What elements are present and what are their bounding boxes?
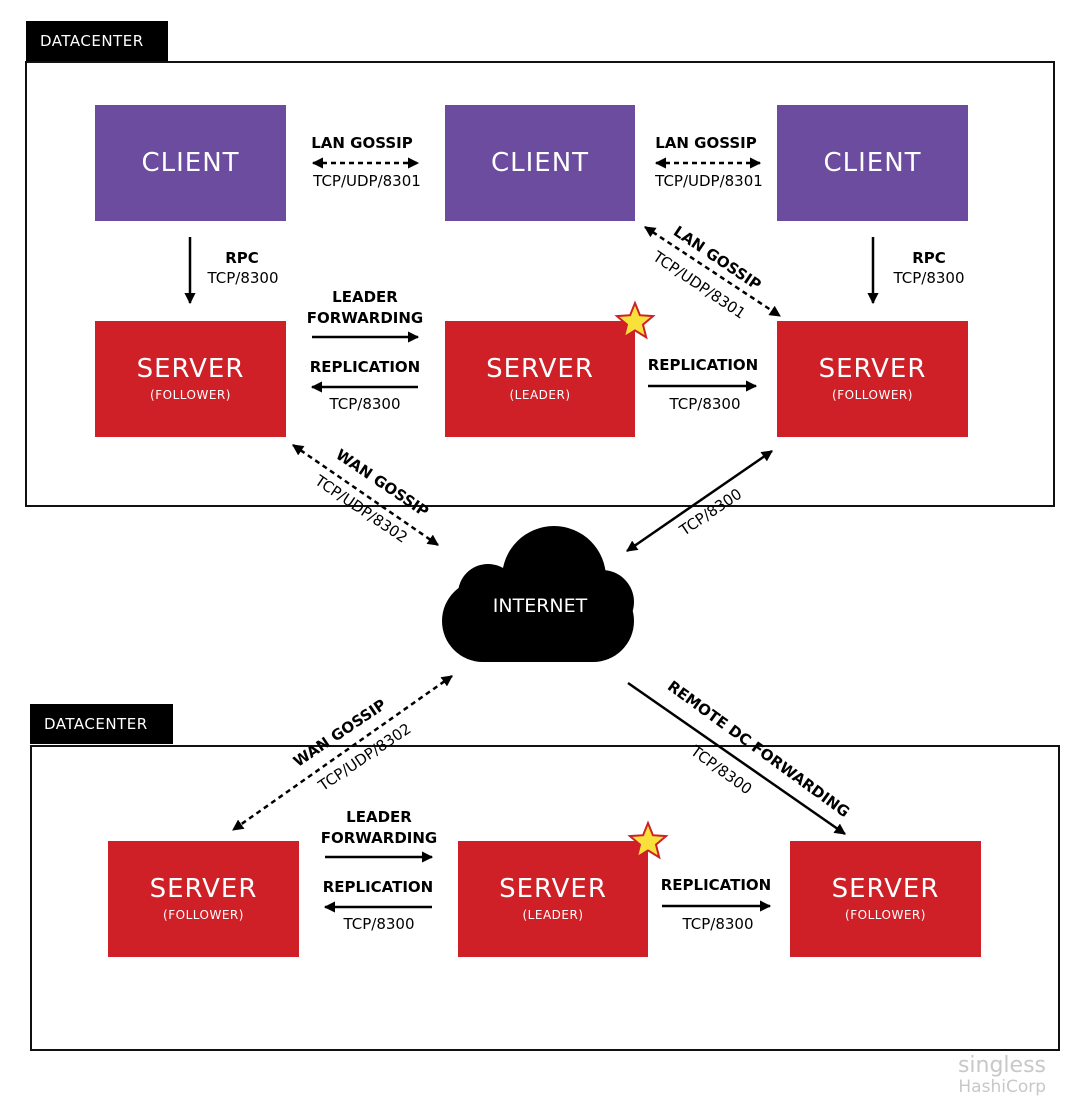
remote-dc-forwarding-arrow — [627, 681, 846, 836]
rpc-port-left: TCP/8300 — [207, 269, 279, 287]
dc1-client-3: CLIENT — [777, 105, 968, 221]
watermark-line-1: singless — [957, 1053, 1046, 1078]
dc2-server-follower-1: SERVER (FOLLOWER) — [108, 841, 299, 957]
server-label: SERVER — [149, 874, 258, 904]
dc1-wan-gossip-arrow — [292, 443, 439, 547]
server-role: (LEADER) — [522, 908, 584, 922]
client-label: CLIENT — [490, 148, 590, 178]
lan-gossip-label-1: LAN GOSSIP — [311, 134, 413, 152]
datacenter-2-label: DATACENTER 2 — [30, 704, 173, 773]
dc2-replication-right-label: REPLICATION — [660, 876, 772, 894]
server-role: (FOLLOWER) — [832, 388, 913, 402]
server-role: (FOLLOWER) — [150, 388, 231, 402]
dc1-client-2: CLIENT — [445, 105, 635, 221]
dc1-replication-left-label: REPLICATION — [309, 358, 421, 376]
dc2-server-leader: SERVER (LEADER) — [458, 841, 648, 957]
dc2-replication-left-port: TCP/8300 — [343, 915, 415, 933]
dc1-leader-star-icon — [614, 300, 656, 340]
server-label: SERVER — [818, 354, 927, 384]
rpc-label-left: RPC — [225, 249, 259, 267]
dc1-leader-forwarding-label-1: LEADER — [332, 288, 398, 306]
dc1-client-1: CLIENT — [95, 105, 286, 221]
rpc-label-right: RPC — [912, 249, 946, 267]
client-label: CLIENT — [141, 148, 240, 178]
dc1-server-follower-2: SERVER (FOLLOWER) — [777, 321, 968, 437]
dc2-leader-forwarding-label-2: FORWARDING — [320, 829, 438, 847]
server-label: SERVER — [486, 354, 594, 384]
server-role: (LEADER) — [509, 388, 571, 402]
rpc-port-right: TCP/8300 — [893, 269, 965, 287]
dc1-replication-right-port: TCP/8300 — [669, 395, 741, 413]
dc1-server-follower-1: SERVER (FOLLOWER) — [95, 321, 286, 437]
datacenter-1-label: DATACENTER 1 — [26, 21, 168, 90]
dc1-internet-tcp-arrow — [626, 449, 773, 553]
datacenter-1-frame — [25, 61, 1055, 507]
dc2-replication-right-port: TCP/8300 — [682, 915, 754, 933]
dc1-replication-right-label: REPLICATION — [647, 356, 759, 374]
client-label: CLIENT — [823, 148, 922, 178]
dc2-server-follower-2: SERVER (FOLLOWER) — [790, 841, 981, 957]
dc2-leader-forwarding-label-1: LEADER — [346, 808, 412, 826]
lan-gossip-label-2: LAN GOSSIP — [655, 134, 757, 152]
server-label: SERVER — [831, 874, 940, 904]
lan-gossip-port-1: TCP/UDP/8301 — [313, 172, 421, 190]
watermark: singless HashiCorp — [958, 1055, 1046, 1096]
watermark-line-2: HashiCorp — [958, 1077, 1046, 1097]
server-label: SERVER — [136, 354, 245, 384]
dc1-server-leader: SERVER (LEADER) — [445, 321, 635, 437]
datacenter-2-frame — [30, 745, 1060, 1051]
server-label: SERVER — [499, 874, 607, 904]
internet-cloud-icon — [442, 526, 634, 662]
dc1-leader-forwarding-label-2: FORWARDING — [306, 309, 424, 327]
dc1-replication-left-port: TCP/8300 — [329, 395, 401, 413]
server-role: (FOLLOWER) — [845, 908, 926, 922]
server-role: (FOLLOWER) — [163, 908, 244, 922]
dc2-wan-gossip-arrow — [232, 674, 453, 832]
internet-label: INTERNET — [492, 595, 588, 617]
lan-gossip-port-2: TCP/UDP/8301 — [655, 172, 763, 190]
dc2-replication-left-label: REPLICATION — [322, 878, 434, 896]
dc2-leader-star-icon — [627, 820, 669, 860]
